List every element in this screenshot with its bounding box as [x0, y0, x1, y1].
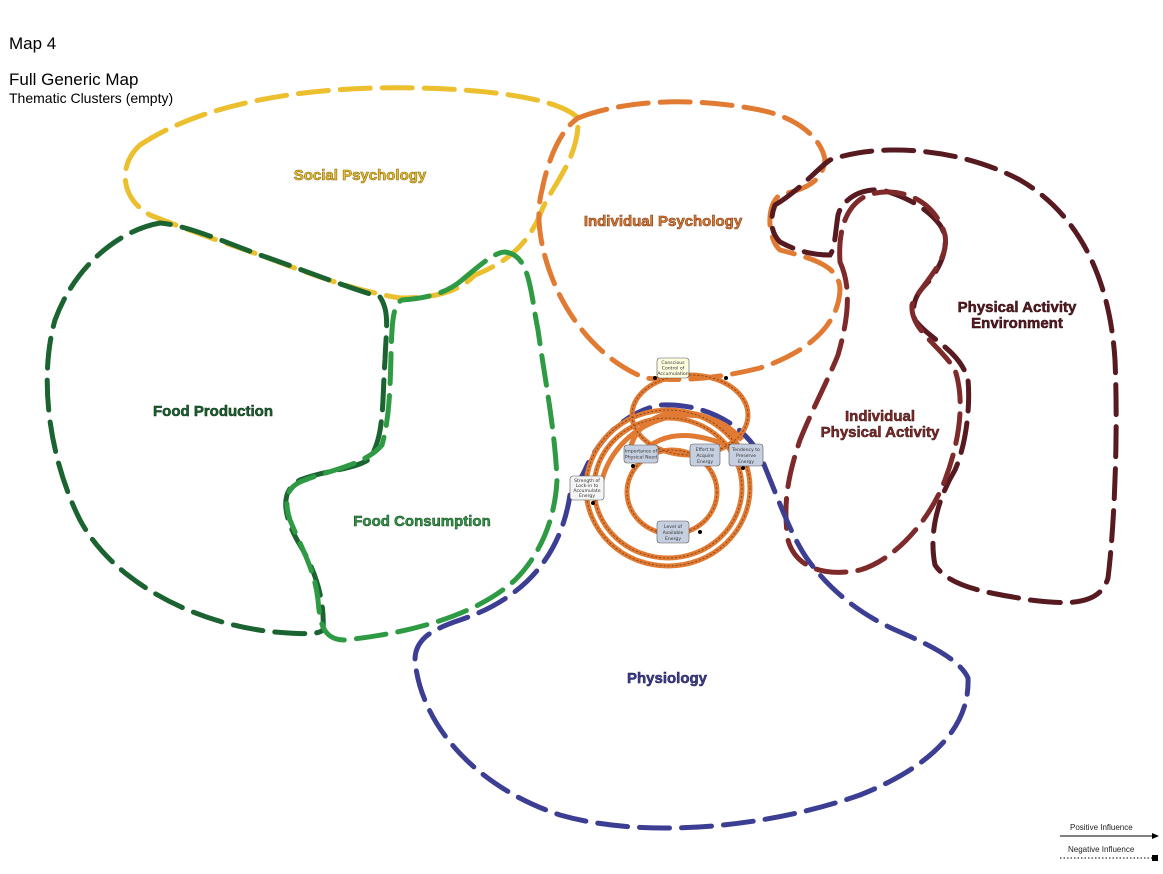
svg-text:Energy: Energy — [665, 536, 681, 542]
physical-activity-environment-boundary — [769, 147, 1119, 606]
svg-text:Physical Need: Physical Need — [625, 455, 657, 461]
svg-text:Preserve: Preserve — [736, 453, 756, 459]
label-physical-activity-environment-1: Physical Activity — [958, 299, 1077, 316]
legend-positive-label: Positive Influence — [1070, 823, 1133, 832]
node-conscious-control: Conscious Control of Accumulation — [656, 357, 690, 379]
svg-text:Tendency to: Tendency to — [731, 447, 760, 453]
svg-text:Strength of: Strength of — [574, 478, 600, 484]
individual-physical-activity-boundary — [783, 189, 963, 575]
food-consumption-boundary — [284, 249, 560, 643]
svg-text:Lock-in to: Lock-in to — [576, 483, 599, 489]
svg-text:Available: Available — [663, 530, 684, 536]
svg-text:Level of: Level of — [664, 524, 682, 530]
legend: Positive Influence Negative Influence — [1060, 823, 1159, 861]
label-individual-physical-activity-2: Physical Activity — [821, 424, 940, 441]
label-food-production: Food Production — [153, 403, 273, 420]
svg-text:Energy: Energy — [579, 493, 595, 499]
label-individual-psychology: Individual Psychology — [584, 213, 743, 230]
map-caption: Thematic Clusters (empty) — [9, 90, 174, 106]
map-subtitle: Full Generic Map — [9, 70, 139, 89]
svg-text:Conscious: Conscious — [661, 360, 685, 366]
svg-text:Control of: Control of — [662, 366, 685, 372]
svg-text:Importance of: Importance of — [625, 449, 658, 455]
individual-psychology-boundary — [536, 99, 843, 383]
svg-text:Acquire: Acquire — [696, 453, 713, 459]
label-physiology: Physiology — [627, 670, 708, 687]
node-tendency-preserve-energy: Tendency to Preserve Energy — [728, 443, 764, 467]
label-food-consumption: Food Consumption — [353, 513, 490, 530]
svg-text:Accumulate: Accumulate — [573, 488, 600, 494]
social-psychology-boundary — [122, 85, 581, 301]
node-strength-lockin: Strength of Lock-in to Accumulate Energy — [569, 475, 605, 501]
svg-text:Accumulation: Accumulation — [657, 371, 688, 377]
label-social-psychology: Social Psychology — [294, 167, 427, 184]
label-physical-activity-environment-2: Environment — [971, 315, 1063, 332]
label-individual-physical-activity-1: Individual — [845, 408, 915, 425]
map-title: Map 4 — [9, 34, 57, 53]
legend-negative-label: Negative Influence — [1068, 845, 1135, 854]
svg-text:Effort to: Effort to — [696, 447, 715, 453]
svg-text:Energy: Energy — [738, 459, 754, 465]
food-production-boundary — [44, 220, 390, 637]
node-importance-physical-need: Importance of Physical Need — [623, 444, 659, 464]
svg-text:Energy: Energy — [697, 459, 713, 465]
node-level-available-energy: Level of Available Energy — [656, 520, 690, 544]
physiology-boundary — [412, 402, 971, 831]
node-effort-acquire-energy: Effort to Acquire Energy — [689, 443, 721, 467]
